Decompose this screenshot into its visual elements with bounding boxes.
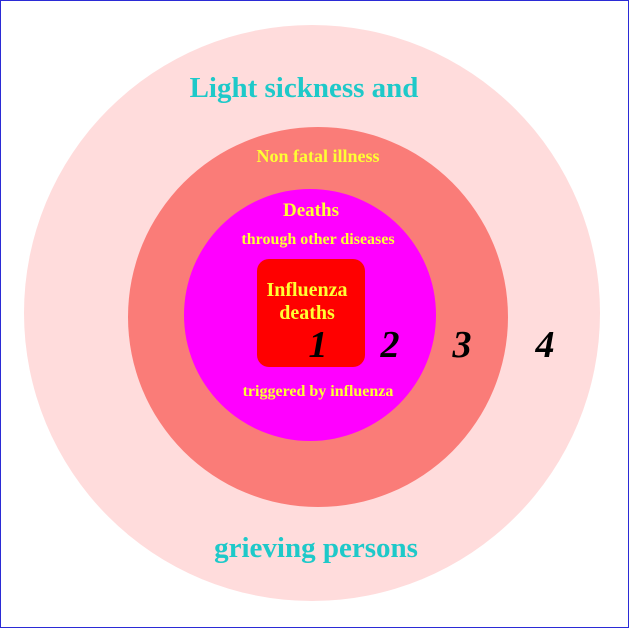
ring-number-2: 2	[380, 324, 400, 366]
core-label: Influenza deaths	[266, 279, 348, 324]
outer-ring-label-top: Light sickness and	[189, 72, 419, 104]
ring-3-label: Non fatal illness	[256, 146, 380, 166]
outer-ring-label-bottom: grieving persons	[214, 532, 418, 564]
ring-number-3: 3	[452, 324, 472, 366]
ring-number-4: 4	[535, 324, 555, 366]
ring-number-1: 1	[308, 324, 328, 366]
ring-2-label-middle: through other diseases	[241, 231, 395, 248]
ring-2-label-bottom: triggered by influenza	[242, 383, 394, 400]
ring-2-label-top: Deaths	[283, 200, 339, 221]
core-influenza-deaths	[257, 259, 365, 367]
